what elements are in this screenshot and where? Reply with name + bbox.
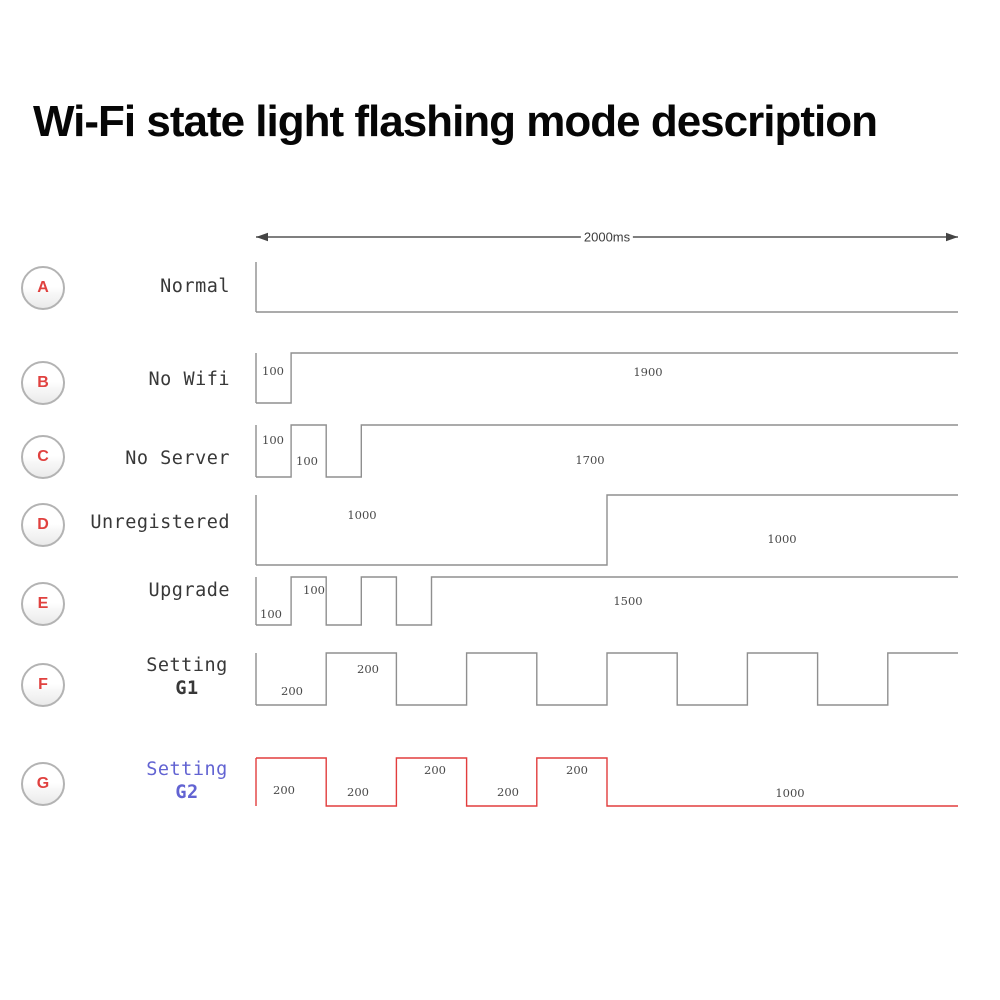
waveform-G xyxy=(256,757,958,807)
waveform-B xyxy=(256,352,958,404)
waveform-C xyxy=(256,424,958,478)
arrow-head-right-icon xyxy=(946,232,958,242)
page-title: Wi-Fi state light flashing mode descript… xyxy=(33,97,878,146)
timeline-duration-label: 2000ms xyxy=(580,229,634,245)
arrow-head-left-icon xyxy=(256,232,268,242)
waveform-F xyxy=(256,652,958,706)
waveform-E xyxy=(256,576,958,626)
waveform-D xyxy=(256,494,958,566)
